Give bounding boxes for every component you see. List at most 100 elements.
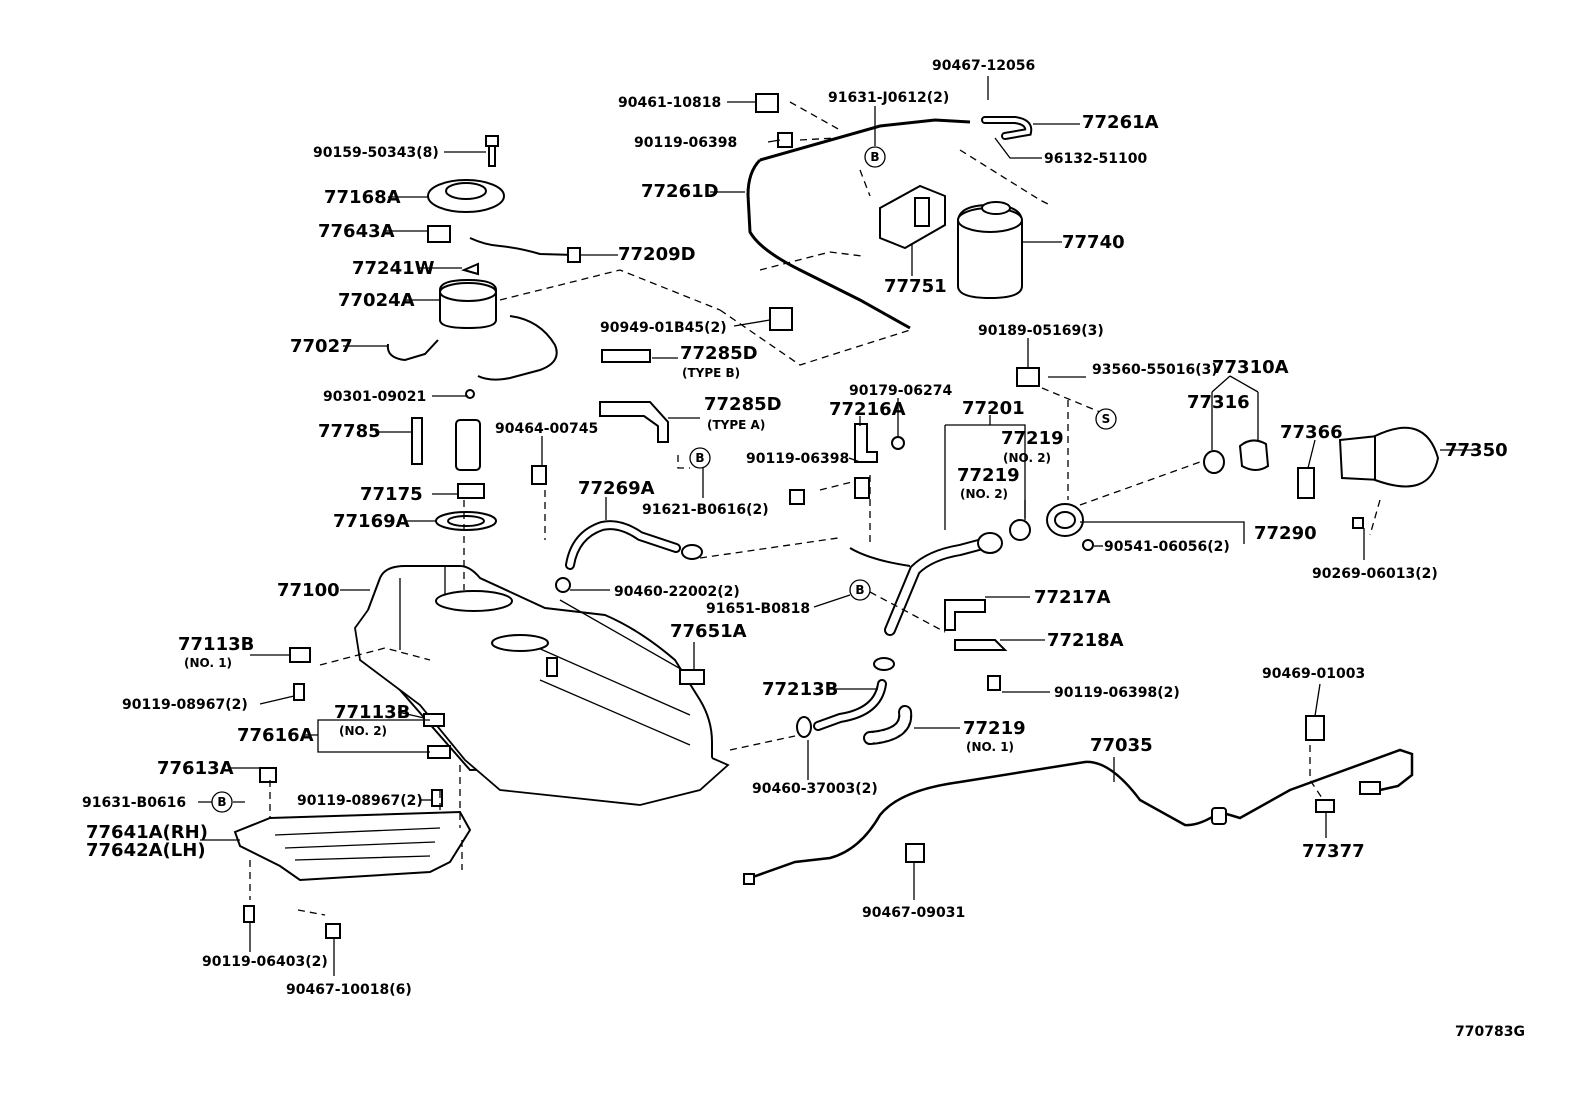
part-label: 77209D: [618, 244, 696, 265]
dash: [789, 101, 841, 131]
washer-90301: [465, 389, 475, 399]
part-label: 91621-B0616(2): [642, 502, 769, 518]
clip: [1016, 367, 1040, 387]
clip-90469: [1305, 715, 1325, 741]
part-label: 90541-06056(2): [1104, 539, 1230, 555]
part-label: 77261A: [1082, 112, 1159, 133]
leader: [1211, 375, 1259, 450]
pump-fuel-line: [477, 315, 558, 381]
dash: [759, 251, 863, 271]
part-label: 77113B: [334, 702, 410, 723]
vent-hose-core: [567, 522, 679, 568]
part-label: (NO. 1): [184, 656, 232, 670]
leader-lines: [198, 76, 1475, 976]
breather-hose-core: [815, 681, 885, 729]
gasket-77651A: [679, 669, 705, 685]
cap-gasket: [1203, 450, 1225, 474]
dash: [1369, 499, 1381, 536]
pipe-bracket: [854, 423, 878, 463]
part-label: 90119-06398(2): [1054, 685, 1180, 701]
part-label: 77169A: [333, 511, 410, 532]
callout-b-marker: B: [211, 791, 233, 813]
screw-90541: [1082, 539, 1094, 551]
tube-bracket: [755, 93, 779, 113]
callout-b-letter: B: [855, 583, 864, 597]
cable-clamp-77377: [1315, 799, 1335, 813]
leader: [813, 594, 851, 608]
part-label: 90179-06274: [849, 383, 952, 399]
pump-gasket-inner: [447, 515, 485, 527]
leader: [1080, 521, 1245, 544]
callout-b-letter: B: [695, 451, 704, 465]
part-label: 77285D: [680, 343, 758, 364]
part-label: (TYPE B): [682, 366, 740, 380]
part-label: 90159-50343(8): [313, 145, 439, 161]
leader: [397, 711, 425, 719]
part-label: 77616A: [237, 725, 314, 746]
part-label: 77261D: [641, 181, 719, 202]
part-label: 90189-05169(3): [978, 323, 1104, 339]
pump-wire: [386, 339, 439, 362]
fuel-tank-rib: [399, 566, 701, 746]
part-label: 90949-01B45(2): [600, 320, 727, 336]
valve-bracket: [879, 184, 946, 250]
canister-cap: [981, 201, 1011, 215]
part-label: 77100: [277, 580, 340, 601]
part-label: 77219: [1001, 428, 1064, 449]
dash: [719, 309, 911, 366]
hose-clamp-upper: [873, 657, 895, 671]
nut-90467-10018: [325, 923, 341, 939]
leader: [848, 457, 861, 463]
tank-pump-opening: [435, 590, 513, 612]
cable-clamp: [905, 843, 925, 863]
vent-tube: [746, 118, 971, 330]
fuel-lid: [1374, 426, 1440, 488]
part-labels: 90467-12056 90461-10818 91631-J0612(2) 7…: [82, 58, 1508, 998]
fuel-filler-pipe-core: [886, 538, 994, 634]
dash: [799, 137, 836, 141]
callout-b-marker: B: [849, 579, 871, 601]
part-label: 77310A: [1212, 357, 1289, 378]
dash: [1309, 745, 1323, 799]
fuel-filter: [457, 483, 485, 499]
part-label: 77024A: [338, 290, 415, 311]
callout-markers: B B B B S: [211, 146, 1117, 813]
part-label: 77377: [1302, 841, 1365, 862]
part-label: 90464-00745: [495, 421, 598, 437]
leader: [259, 695, 295, 705]
part-label: 90467-09031: [862, 905, 965, 921]
part-label: (NO. 2): [1003, 451, 1051, 465]
tank-band-no2: [423, 713, 445, 727]
part-label: 77613A: [157, 758, 234, 779]
part-label: 77175: [360, 484, 423, 505]
tank-protector: [233, 810, 472, 882]
canister-hose-core: [983, 118, 1031, 138]
leader: [1307, 439, 1316, 469]
tube-clamp-type-b: [601, 349, 651, 363]
cable-end: [743, 873, 755, 885]
tank-band-no1: [289, 647, 311, 663]
bolt-90119-06403: [243, 905, 255, 923]
tank-stud: [546, 657, 558, 677]
part-label: 77290: [1254, 523, 1317, 544]
part-label: 91631-J0612(2): [828, 90, 949, 106]
dash: [819, 481, 853, 491]
part-label: 91631-B0616: [82, 795, 186, 811]
wedge-77241W: [461, 262, 479, 276]
tube-clamp-type-a: [599, 401, 669, 443]
leader: [767, 139, 781, 143]
dash: [297, 909, 326, 916]
part-label: (NO. 2): [339, 724, 387, 738]
cable-grommet: [1211, 807, 1227, 825]
filler-bracket-upper: [944, 599, 986, 631]
retainer-ring-inner: [445, 182, 487, 200]
callout-b-marker: B: [689, 447, 711, 469]
part-label: (NO. 2): [960, 487, 1008, 501]
connector: [427, 225, 451, 243]
part-label: 77219: [963, 718, 1026, 739]
bolt-90119-mid: [789, 489, 805, 505]
dash: [1041, 387, 1101, 413]
dash: [699, 537, 839, 559]
nut-90179: [891, 436, 905, 450]
pipe-bracket-lower: [854, 477, 870, 499]
